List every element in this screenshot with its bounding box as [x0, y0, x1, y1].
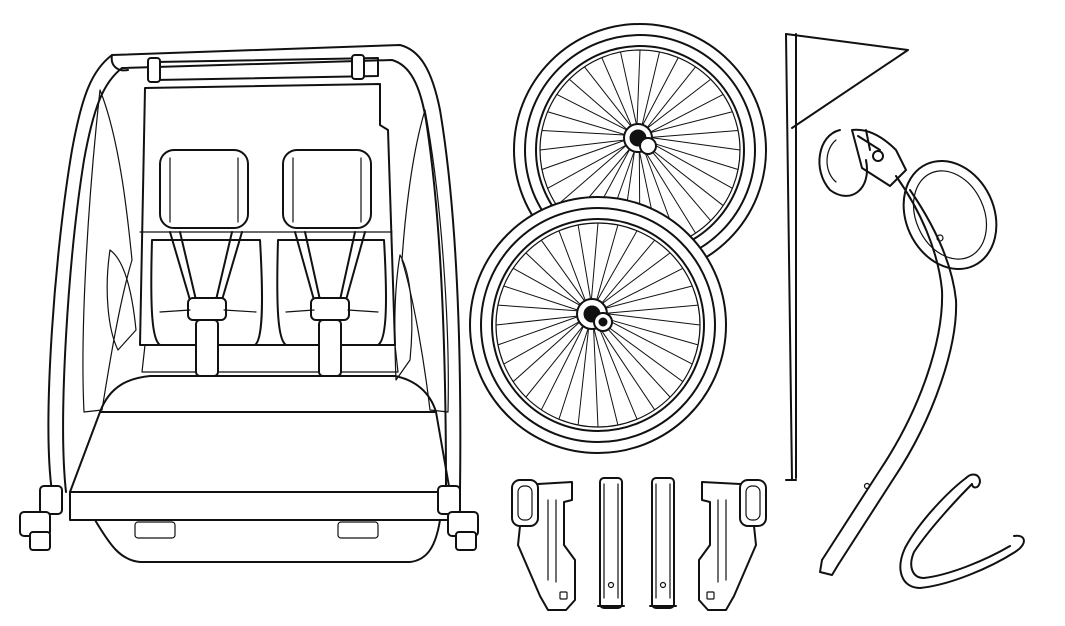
- bracket-right: [698, 479, 767, 611]
- spoke: [525, 252, 587, 311]
- spoke: [540, 318, 588, 411]
- spoke: [539, 138, 632, 151]
- spoke: [595, 252, 671, 309]
- spoke: [598, 312, 701, 326]
- spoke: [643, 111, 733, 135]
- spoke: [547, 111, 632, 138]
- spoke: [597, 317, 671, 398]
- spoke: [577, 224, 593, 308]
- left-seat: [150, 149, 264, 377]
- trailer: [19, 44, 479, 563]
- spoke: [591, 320, 619, 426]
- spoke: [577, 320, 590, 426]
- spoke: [503, 285, 586, 313]
- spoke: [590, 222, 599, 308]
- spoke: [640, 51, 660, 132]
- spoke: [620, 51, 639, 132]
- spoke: [547, 141, 633, 189]
- spoke: [558, 320, 591, 420]
- spoke: [541, 129, 632, 136]
- spoke: [641, 78, 712, 133]
- spoke: [503, 317, 587, 365]
- spoke: [594, 320, 656, 411]
- spoke: [594, 224, 619, 308]
- spoke: [595, 319, 638, 420]
- spoke: [636, 49, 641, 132]
- bracket-mid-right: [649, 477, 677, 609]
- spoke: [497, 313, 586, 346]
- spoke: [541, 137, 632, 170]
- spoke: [644, 140, 739, 170]
- spoke: [643, 141, 712, 222]
- spoke: [540, 239, 590, 308]
- tow-arm: [818, 128, 998, 576]
- spoke: [495, 314, 586, 326]
- safety-flag: [785, 33, 909, 481]
- front-wheel: [469, 196, 727, 454]
- spoke: [568, 78, 633, 135]
- bracket-left: [511, 479, 576, 611]
- spoke: [593, 230, 638, 308]
- spoke: [512, 316, 586, 383]
- spoke: [644, 93, 724, 136]
- spoke: [642, 142, 724, 206]
- spoke: [596, 318, 684, 383]
- spoke: [598, 304, 699, 315]
- spoke: [597, 285, 693, 311]
- spoke: [640, 144, 696, 234]
- spoke: [512, 267, 588, 310]
- spoke: [556, 93, 634, 134]
- spoke: [598, 316, 699, 346]
- spoke: [601, 57, 635, 133]
- right-seat: [276, 149, 387, 377]
- spoke: [644, 129, 739, 139]
- spoke: [639, 57, 679, 132]
- bracket-mid-left: [597, 477, 625, 609]
- spoke: [596, 239, 656, 310]
- spoke: [556, 140, 632, 206]
- spoke: [592, 320, 599, 428]
- safety-strap: [899, 473, 1025, 589]
- spoke: [525, 319, 589, 398]
- spoke: [584, 66, 636, 132]
- spoke: [642, 66, 696, 134]
- spoke: [644, 136, 741, 151]
- spoke: [497, 304, 586, 312]
- spoke: [598, 267, 684, 312]
- spoke: [644, 139, 733, 189]
- spoke: [598, 315, 693, 365]
- spoke: [558, 230, 589, 309]
